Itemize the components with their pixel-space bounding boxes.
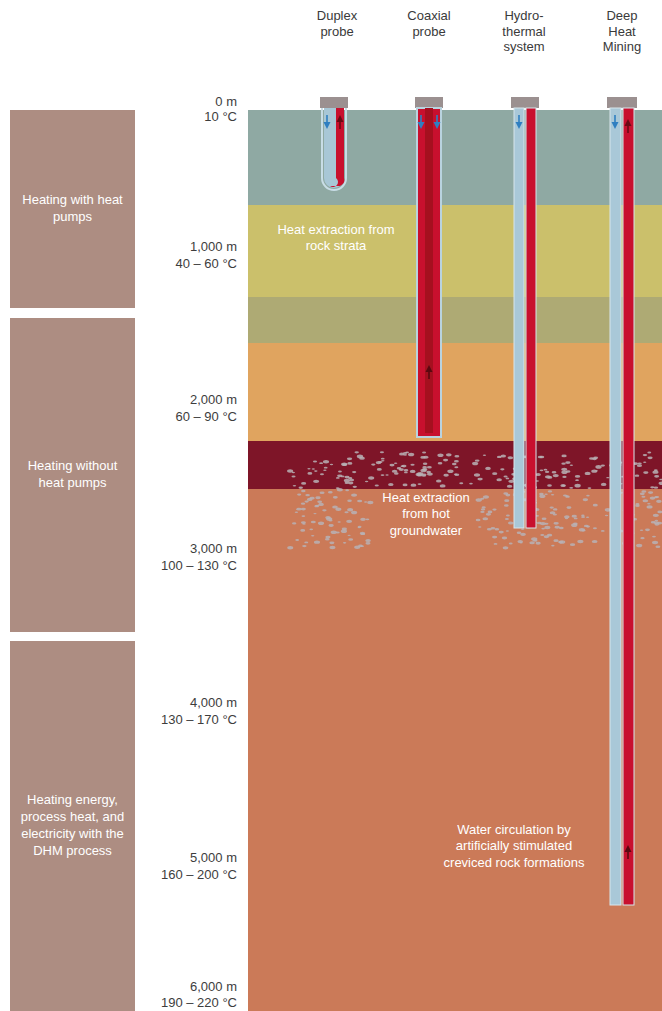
depth-label: 1,000 m bbox=[137, 239, 237, 255]
temperature-label: 130 – 170 °C bbox=[137, 712, 237, 728]
rock-layer bbox=[248, 110, 662, 205]
flow-arrow bbox=[625, 119, 632, 126]
flow-arrow bbox=[434, 122, 441, 129]
zone-text: Heat extraction from rock strata bbox=[268, 222, 404, 255]
injection-pipe bbox=[610, 108, 621, 905]
temperature-label: 190 – 220 °C bbox=[137, 995, 237, 1011]
usage-panel: Heating with heat pumps bbox=[10, 110, 135, 308]
wellhead bbox=[607, 97, 637, 108]
rock-layer bbox=[248, 489, 662, 1011]
duplex-probe bbox=[324, 108, 344, 188]
wellhead bbox=[320, 97, 348, 108]
rock-layer bbox=[248, 297, 662, 343]
wellhead bbox=[511, 97, 539, 108]
flow-arrow bbox=[625, 845, 632, 852]
depth-label: 2,000 m bbox=[137, 392, 237, 408]
probes bbox=[320, 97, 637, 905]
temperature-label: 10 °C bbox=[137, 109, 237, 125]
duplex-probe bbox=[322, 108, 346, 190]
zone-text: Water circulation by artificially stimul… bbox=[440, 822, 588, 871]
wellhead bbox=[415, 97, 443, 108]
rock-layer bbox=[248, 205, 662, 297]
temperature-label: 160 – 200 °C bbox=[137, 867, 237, 883]
temperature-label: 40 – 60 °C bbox=[137, 256, 237, 272]
rock-layer bbox=[248, 441, 662, 489]
panel-text: Heating energy, process heat, and electr… bbox=[16, 792, 129, 860]
column-header: Deep Heat Mining bbox=[592, 8, 652, 55]
usage-panel: Heating without heat pumps bbox=[10, 318, 135, 632]
production-pipe bbox=[623, 108, 634, 905]
column-header: Hydro- thermal system bbox=[494, 8, 554, 55]
coaxial-probe bbox=[417, 108, 441, 437]
temperature-label: 100 – 130 °C bbox=[137, 558, 237, 574]
flow-arrow bbox=[612, 122, 619, 129]
duplex-probe bbox=[330, 108, 344, 187]
column-header: Coaxial probe bbox=[399, 8, 459, 39]
flow-arrow bbox=[418, 122, 425, 129]
depth-label: 0 m bbox=[137, 94, 237, 110]
flow-arrow bbox=[337, 115, 344, 122]
gravel-texture bbox=[287, 451, 662, 549]
panel-text: Heating without heat pumps bbox=[16, 458, 129, 492]
flow-arrow bbox=[426, 365, 433, 372]
depth-label: 3,000 m bbox=[137, 541, 237, 557]
zone-text: Heat extraction from hot groundwater bbox=[378, 490, 474, 539]
column-header: Duplex probe bbox=[307, 8, 367, 39]
production-pipe bbox=[526, 108, 536, 528]
flow-arrow bbox=[516, 122, 523, 129]
depth-label: 4,000 m bbox=[137, 695, 237, 711]
temperature-label: 60 – 90 °C bbox=[137, 409, 237, 425]
usage-panel: Heating energy, process heat, and electr… bbox=[10, 641, 135, 1011]
injection-pipe bbox=[514, 108, 524, 528]
rock-layer bbox=[248, 343, 662, 441]
depth-label: 5,000 m bbox=[137, 850, 237, 866]
flow-arrow bbox=[324, 122, 331, 129]
depth-label: 6,000 m bbox=[137, 979, 237, 995]
coaxial-probe bbox=[425, 108, 433, 433]
panel-text: Heating with heat pumps bbox=[16, 192, 129, 226]
